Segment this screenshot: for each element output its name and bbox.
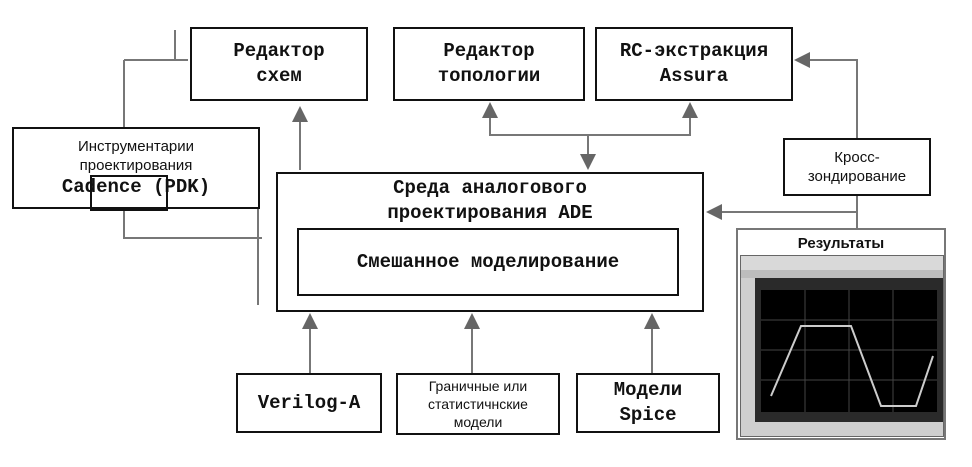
cross-probe-line2: зондирование <box>807 168 907 185</box>
verilog-a-block: Verilog-A <box>236 373 382 433</box>
spice-models-line2: Spice <box>619 404 677 426</box>
rc-extraction-block: RC-экстракция Assura <box>595 27 793 101</box>
mixed-simulation-block: Смешанное моделирование <box>297 228 679 296</box>
schematic-editor-line2: схем <box>256 65 302 87</box>
ade-line2: проектирования ADE <box>387 202 593 224</box>
cross-probe-line1: Кросс- <box>834 149 880 166</box>
left-bus <box>123 60 262 239</box>
arrow-cross-to-ade <box>706 196 858 220</box>
results-title: Результаты <box>797 235 885 252</box>
cross-probe-block: Кросс- зондирование <box>783 138 931 196</box>
layout-editor-line1: Редактор <box>443 40 535 62</box>
schematic-editor-block: Редактор схем <box>190 27 368 101</box>
rc-extraction-line2: Assura <box>659 65 729 87</box>
spice-models-block: Модели Spice <box>576 373 720 433</box>
schematic-editor-line1: Редактор <box>233 40 325 62</box>
results-screenshot <box>740 255 944 437</box>
corner-models-block: Граничные или статистичнские модели <box>396 373 560 435</box>
corner-models-line3: модели <box>453 414 503 430</box>
corner-models-line1: Граничные или <box>428 378 528 394</box>
layout-editor-line2: топологии <box>437 65 541 87</box>
design-tools-brand: Cadence (PDK) <box>61 175 211 198</box>
design-tools-line1: Инструментарии <box>77 137 195 155</box>
corner-models-line2: статистичнские <box>428 396 528 412</box>
arrow-ade-to-rc <box>588 102 698 136</box>
waveform-plot <box>741 256 943 436</box>
design-tools-block: Инструментарии проектирования Cadence (P… <box>12 127 260 209</box>
ade-line1: Среда аналогового <box>393 177 587 199</box>
design-tools-overlay <box>90 175 168 211</box>
rc-extraction-line1: RC-экстракция <box>619 40 769 62</box>
design-tools-line2: проектирования <box>79 156 193 174</box>
spice-models-line1: Модели <box>613 379 683 401</box>
arrow-ade-to-layout <box>482 102 589 148</box>
verilog-a-label: Verilog-A <box>257 391 361 414</box>
mixed-simulation-label: Смешанное моделирование <box>356 250 620 273</box>
layout-editor-block: Редактор топологии <box>393 27 585 101</box>
arrow-cross-to-rc <box>794 52 858 138</box>
